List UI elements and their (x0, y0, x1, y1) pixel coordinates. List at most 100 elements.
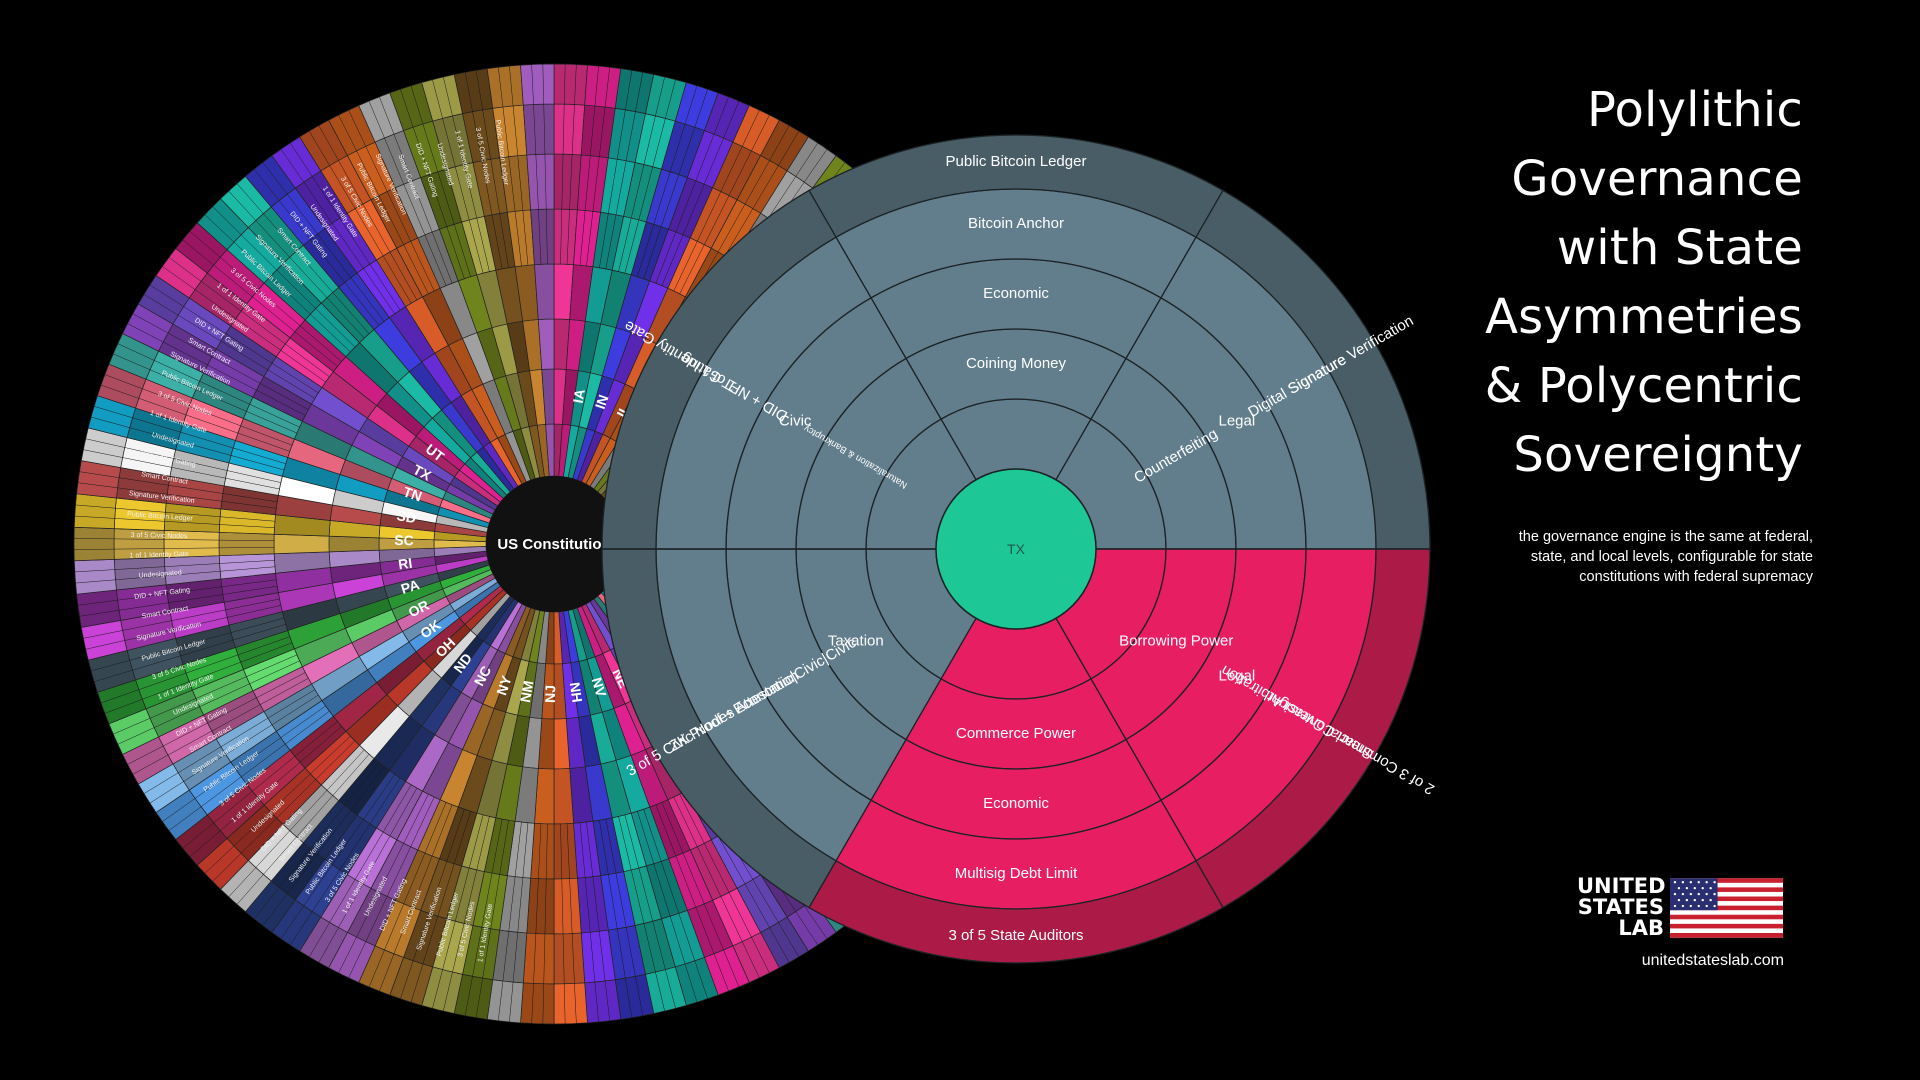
left-sunburst-state-label[interactable]: TX (411, 461, 435, 484)
left-sunburst-leaf-divider (280, 774, 395, 939)
right-sunburst-center[interactable] (935, 468, 1097, 630)
left-sunburst-wedge[interactable] (553, 982, 588, 1025)
left-sunburst-leaf-divider (189, 231, 342, 362)
left-sunburst-wedge[interactable] (522, 103, 555, 156)
left-sunburst-wedge[interactable] (553, 932, 586, 985)
left-sunburst-leaf-divider (655, 804, 729, 992)
left-sunburst-wedge[interactable] (530, 208, 555, 266)
left-sunburst-state-label[interactable]: PA (399, 576, 421, 597)
united-states-lab-logo[interactable]: UNITED STATES LAB (1577, 876, 1784, 971)
left-sunburst-leaf-divider (475, 70, 509, 268)
left-sunburst-wedge[interactable] (526, 153, 555, 211)
left-sunburst-leaf-divider (566, 64, 577, 265)
left-sunburst-state-label[interactable]: TN (401, 483, 424, 504)
left-sunburst-wedge[interactable] (76, 589, 122, 628)
left-sunburst-wedge[interactable] (526, 877, 555, 935)
left-sunburst-wedge[interactable] (486, 979, 524, 1024)
left-sunburst-leaf-divider (74, 547, 275, 550)
title-line: Polylithic (1587, 82, 1803, 138)
us-flag-icon (1670, 878, 1783, 938)
left-sunburst-leaf-divider (204, 214, 351, 353)
left-sunburst-leaf-divider (624, 814, 676, 1009)
left-sunburst-leaf-divider (618, 816, 665, 1012)
left-sunburst-leaf-divider (348, 110, 435, 292)
left-sunburst-leaf-divider (204, 735, 351, 874)
left-sunburst-leaf-divider (91, 617, 285, 672)
left-sunburst-state-label[interactable]: SC (394, 532, 414, 548)
left-sunburst-leaf-divider (308, 131, 412, 304)
right-sunburst-label: Legal (1218, 412, 1255, 429)
left-sunburst-wedge[interactable] (553, 63, 588, 106)
left-sunburst-leaf-divider (290, 777, 401, 946)
left-sunburst-leaf-divider (104, 642, 293, 714)
left-sunburst-leaf-divider (542, 64, 548, 265)
left-sunburst-wedge[interactable] (553, 822, 578, 880)
left-sunburst-wedge[interactable] (73, 493, 117, 530)
left-sunburst-leaf-divider (168, 257, 330, 377)
left-sunburst-leaf-divider (127, 672, 306, 765)
left-sunburst-leaf-divider (113, 353, 297, 434)
left-sunburst-leaf-divider (673, 796, 760, 978)
subtitle-line: state, and local levels, configurable fo… (1530, 549, 1813, 565)
left-sunburst-wedge[interactable] (73, 526, 115, 562)
right-sunburst-label: Taxation (828, 632, 884, 649)
left-sunburst-leaf-divider (149, 284, 319, 394)
left-sunburst-leaf-divider (74, 538, 275, 541)
left-sunburst-state-label[interactable]: NJ (542, 685, 558, 703)
left-sunburst-leaf-divider (149, 694, 319, 804)
left-sunburst-leaf-divider (117, 343, 300, 428)
left-sunburst-state-label[interactable]: RI (397, 555, 413, 573)
left-sunburst-state-label[interactable]: NV (589, 675, 610, 699)
left-sunburst-wedge[interactable] (584, 64, 622, 109)
left-sunburst-leaf-divider (318, 787, 418, 963)
left-sunburst-state-label[interactable]: NM (517, 679, 537, 703)
left-sunburst-wedge[interactable] (73, 558, 117, 595)
left-sunburst-wedge[interactable] (486, 64, 524, 109)
left-sunburst-leaf-divider (104, 374, 293, 446)
left-sunburst-wedge[interactable] (218, 531, 275, 557)
left-sunburst-wedge[interactable] (553, 768, 574, 825)
subtitle-line: constitutions with federal supremacy (1579, 569, 1813, 585)
left-sunburst-wedge[interactable] (553, 153, 582, 211)
website-link[interactable]: unitedstateslab.com (1641, 952, 1784, 969)
left-sunburst-state-label[interactable]: NH (567, 681, 586, 703)
left-sunburst-leaf-divider (661, 100, 740, 286)
right-sunburst-label: Bitcoin Anchor (968, 215, 1064, 232)
left-sunburst-wedge[interactable] (534, 263, 555, 320)
left-sunburst-wedge[interactable] (328, 535, 380, 553)
left-sunburst-leaf-divider (212, 740, 356, 882)
left-sunburst-leaf-divider (236, 183, 370, 334)
left-sunburst-leaf-divider (579, 66, 599, 266)
left-sunburst-leaf-divider (117, 660, 300, 745)
left-sunburst-wedge[interactable] (520, 982, 555, 1025)
left-sunburst-state-label[interactable]: IA (570, 388, 588, 405)
left-sunburst-leaf-divider (410, 811, 471, 1003)
left-sunburst-leaf-divider (85, 438, 281, 483)
left-sunburst-leaf-divider (262, 766, 385, 926)
left-sunburst-center[interactable] (486, 476, 622, 612)
left-sunburst-wedge[interactable] (522, 932, 555, 985)
left-sunburst-leaf-divider (236, 754, 370, 905)
left-sunburst-wedge[interactable] (553, 103, 586, 156)
left-sunburst-leaf-divider (443, 816, 490, 1012)
title-line: & Polycentric (1484, 358, 1803, 414)
left-sunburst-leaf-divider (400, 89, 465, 279)
left-sunburst-leaf-divider (100, 636, 290, 704)
left-sunburst-wedge[interactable] (273, 533, 330, 555)
left-sunburst-leaf-divider (637, 811, 698, 1003)
left-sunburst-leaf-divider (560, 823, 566, 1024)
left-sunburst-leaf-divider (643, 89, 708, 279)
left-sunburst-leaf-divider (643, 809, 708, 999)
left-sunburst-wedge[interactable] (553, 877, 582, 935)
left-sunburst-leaf-divider (498, 67, 522, 266)
left-sunburst-leaf-divider (74, 560, 275, 573)
left-sunburst-wedge[interactable] (520, 63, 555, 106)
left-sunburst-state-label[interactable]: NY (493, 673, 515, 697)
left-sunburst-wedge[interactable] (584, 979, 622, 1024)
left-sunburst-leaf-divider (579, 822, 599, 1022)
left-sunburst-leaf-divider (212, 206, 356, 348)
left-sunburst-state-label[interactable]: SD (396, 507, 418, 526)
right-sunburst-wedge[interactable] (601, 189, 837, 550)
left-sunburst-leaf-divider (498, 822, 522, 1021)
left-sunburst-state-label[interactable]: IN (592, 393, 612, 411)
